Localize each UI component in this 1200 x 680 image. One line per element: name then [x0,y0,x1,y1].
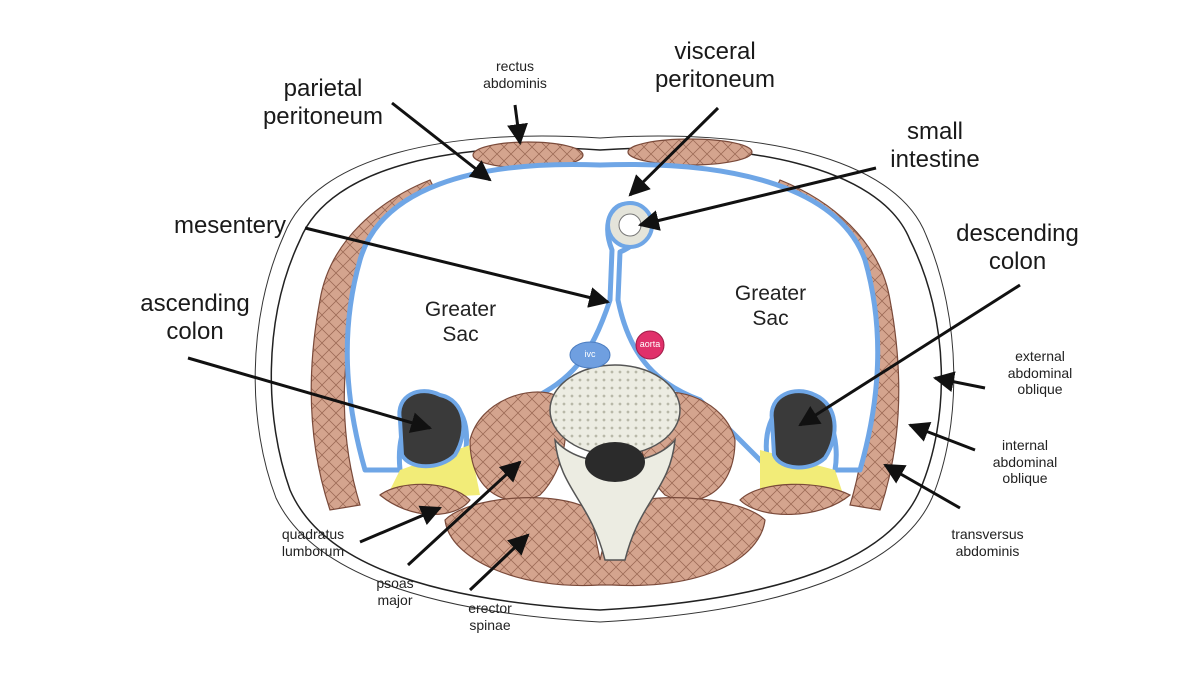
label-transversus-abdominis: transversus abdominis [951,526,1024,559]
arrow-psoas [406,460,522,567]
label-parietal-peritoneum: parietal peritoneum [262,75,384,131]
right-rectus-abdominis [627,138,753,166]
label-quadratus-lumborum: quadratus lumborum [281,526,345,559]
arrow-internal-oblique [908,421,976,452]
arrow-visceral-peritoneum [628,106,720,197]
leader-lines [187,101,1021,592]
label-external-abdominal-oblique: external abdominal oblique [1007,348,1073,398]
arrow-quadratus [359,505,442,544]
left-quadratus-lumborum [379,483,471,516]
arrow-erector [468,533,530,592]
label-small-intestine: small intestine [890,118,980,174]
arrow-external-oblique [932,371,986,393]
label-ivc: ivc [584,349,596,359]
arrow-small-intestine [637,166,877,231]
aorta-vessel [635,330,665,360]
label-greater-sac-left: Greater Sac [424,298,497,346]
label-greater-sac-right: Greater Sac [734,282,807,330]
arrow-transversus [883,463,961,510]
arrow-parietal-peritoneum [391,101,492,182]
ivc-vessel [569,341,611,369]
arrow-rectus-abdominis [507,104,528,146]
label-ascending-colon: ascending colon [140,290,250,346]
label-erector-spinae: erector spinae [468,600,512,633]
label-rectus-abdominis: rectus abdominis [483,58,547,91]
label-visceral-peritoneum: visceral peritoneum [654,38,776,94]
label-psoas-major: psoas major [376,575,414,608]
vertebral-body [549,364,681,456]
label-mesentery: mesentery [173,212,287,239]
skin-outline [254,135,955,623]
body-outline [270,147,943,611]
right-quadratus-lumborum [739,483,852,515]
label-aorta: aorta [639,339,661,349]
label-internal-abdominal-oblique: internal abdominal oblique [992,437,1058,487]
arrow-mesentery [304,226,611,308]
spinal-canal [585,442,645,482]
small-intestine-lumen [618,213,642,237]
ascending-colon-shape [397,389,466,469]
label-descending-colon: descending colon [956,220,1079,276]
arrow-ascending-colon [187,356,433,433]
arrow-descending-colon [798,283,1021,427]
descending-colon-shape [769,389,837,470]
